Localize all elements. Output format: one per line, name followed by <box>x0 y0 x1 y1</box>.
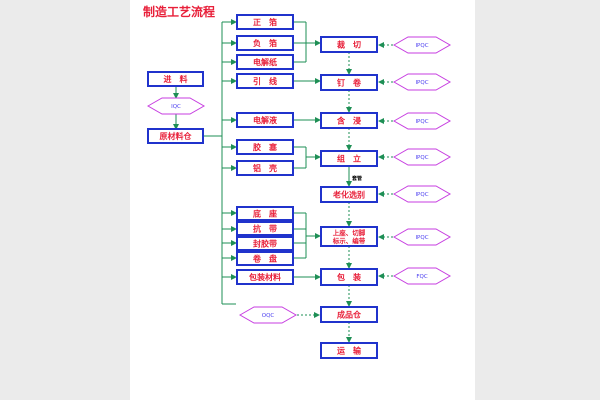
node-kangdai-label: 抗 带 <box>253 224 277 234</box>
node-baozhuang-label: 包 装 <box>336 272 361 282</box>
node-yinxian-label: 引 线 <box>253 76 277 86</box>
node-hanjin-label: 含 浸 <box>337 116 361 126</box>
node-juanpan: 卷 盘 <box>236 251 294 266</box>
node-jinliao-label: 进 料 <box>164 74 188 84</box>
node-yinxian: 引 线 <box>236 73 294 89</box>
node-shangzuo-label-line1: 上座、切脚 <box>333 228 366 237</box>
node-jiaose: 胶 塞 <box>236 139 294 155</box>
oqc-check: OQC <box>238 306 298 324</box>
ipqc-check-6-label: IPQC <box>415 235 428 241</box>
node-kangdai: 抗 带 <box>236 221 294 236</box>
fqc-check: FQC <box>392 267 452 285</box>
node-shangzuo-label-line2: 标示、编带 <box>332 236 366 245</box>
node-zhengbo: 正 箔 <box>236 14 294 30</box>
node-fubo: 负 箔 <box>236 35 294 51</box>
page-title: 制造工艺流程 <box>143 5 216 19</box>
node-juanpan-label: 卷 盘 <box>252 254 277 264</box>
node-dianjieye: 电解液 <box>236 112 294 128</box>
node-lvke-label: 铝 壳 <box>253 163 277 173</box>
node-yuancailiaocang-label: 原材料仓 <box>160 131 193 141</box>
node-dingjuan: 钉 卷 <box>320 74 378 91</box>
node-caiqie-label: 裁 切 <box>337 40 361 50</box>
ipqc-check-2-label: IPQC <box>415 80 428 86</box>
node-fengjiaodai: 封胶带 <box>236 236 294 251</box>
node-laohuaxuanbie: 老化选别 <box>320 186 378 203</box>
node-zhengbo-label: 正 箔 <box>253 17 277 27</box>
node-dingjuan-label: 钉 卷 <box>337 78 362 88</box>
node-jinliao: 进 料 <box>147 71 204 87</box>
node-baozhuangcailiao-label: 包装材料 <box>248 272 281 282</box>
ipqc-check-6: IPQC <box>392 228 452 246</box>
node-fengjiaodai-label: 封胶带 <box>253 239 277 249</box>
node-lvke: 铝 壳 <box>236 160 294 176</box>
node-yunshu-label: 运 输 <box>337 346 362 356</box>
fqc-check-label: FQC <box>416 274 427 280</box>
node-dianjiezhi: 电解纸 <box>236 54 294 70</box>
node-shangzuo: 上座、切脚 标示、编带 <box>320 226 378 247</box>
node-zuli: 组 立 <box>320 150 378 167</box>
node-dizuo-label: 底 座 <box>252 209 277 219</box>
ipqc-check-5-label: IPQC <box>415 192 428 198</box>
node-chengpincang-label: 成品仓 <box>337 310 362 320</box>
node-caiqie: 裁 切 <box>320 36 378 53</box>
node-baozhuangcailiao: 包装材料 <box>236 269 294 285</box>
ipqc-check-5: IPQC <box>392 185 452 203</box>
node-yunshu: 运 输 <box>320 342 378 359</box>
node-hanjin: 含 浸 <box>320 112 378 129</box>
node-dizuo: 底 座 <box>236 206 294 221</box>
node-jiaose-label: 胶 塞 <box>253 142 278 152</box>
ipqc-check-1-label: IPQC <box>415 43 428 49</box>
node-dianjieye-label: 电解液 <box>253 115 277 125</box>
sleeve-label: 套管 <box>352 175 362 182</box>
ipqc-check-3-label: IPQC <box>415 119 428 125</box>
node-yuancailiaocang: 原材料仓 <box>147 128 204 144</box>
ipqc-check-4-label: IPQC <box>415 155 428 161</box>
iqc-check: IQC <box>146 97 206 115</box>
node-fubo-label: 负 箔 <box>253 38 277 48</box>
node-chengpincang: 成品仓 <box>320 306 378 323</box>
node-laohuaxuanbie-label: 老化选别 <box>332 190 365 200</box>
oqc-check-label: OQC <box>262 313 275 319</box>
node-zuli-label: 组 立 <box>337 154 361 164</box>
ipqc-check-3: IPQC <box>392 112 452 130</box>
ipqc-check-1: IPQC <box>392 36 452 54</box>
ipqc-check-2: IPQC <box>392 73 452 91</box>
node-dianjiezhi-label: 电解纸 <box>253 57 277 67</box>
ipqc-check-4: IPQC <box>392 148 452 166</box>
iqc-check-label: IQC <box>171 104 181 110</box>
node-baozhuang: 包 装 <box>320 268 378 286</box>
